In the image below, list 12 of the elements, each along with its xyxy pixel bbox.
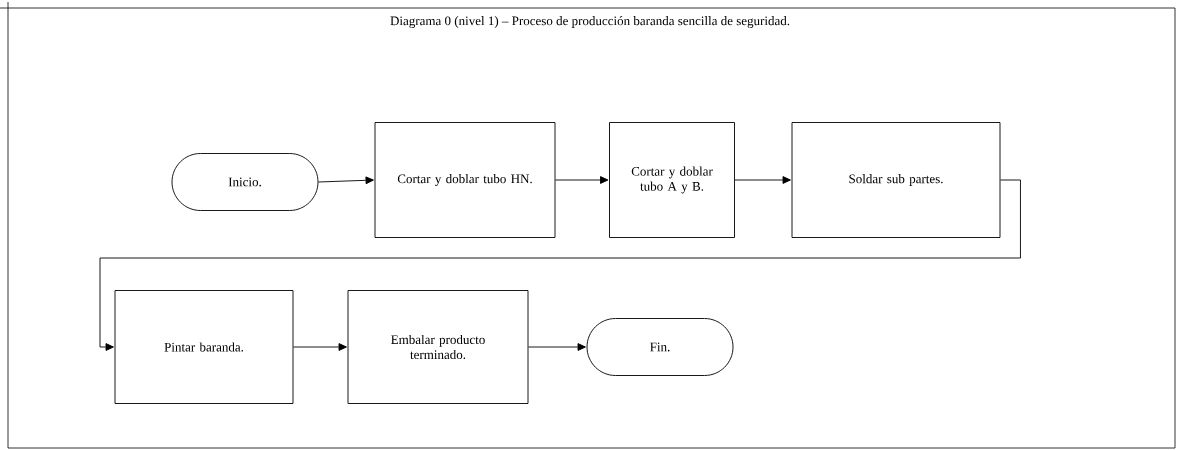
process-box: Cortar y doblar tubo HN.	[374, 122, 556, 238]
process-box: Soldar sub partes.	[791, 122, 1001, 238]
process-box: Cortar y doblar tubo A y B.	[609, 122, 735, 238]
arrow	[734, 176, 791, 184]
diagram-title: Diagrama 0 (nivel 1) – Proceso de producción baranda sencilla de seguridad.	[390, 16, 790, 28]
arrow	[555, 176, 609, 184]
process-box: Pintar baranda.	[114, 290, 294, 404]
arrow	[99, 179, 1021, 351]
arrow	[318, 176, 374, 185]
arrow	[528, 343, 586, 351]
arrow	[293, 343, 347, 351]
process-box: Embalar producto terminado.	[347, 290, 529, 404]
